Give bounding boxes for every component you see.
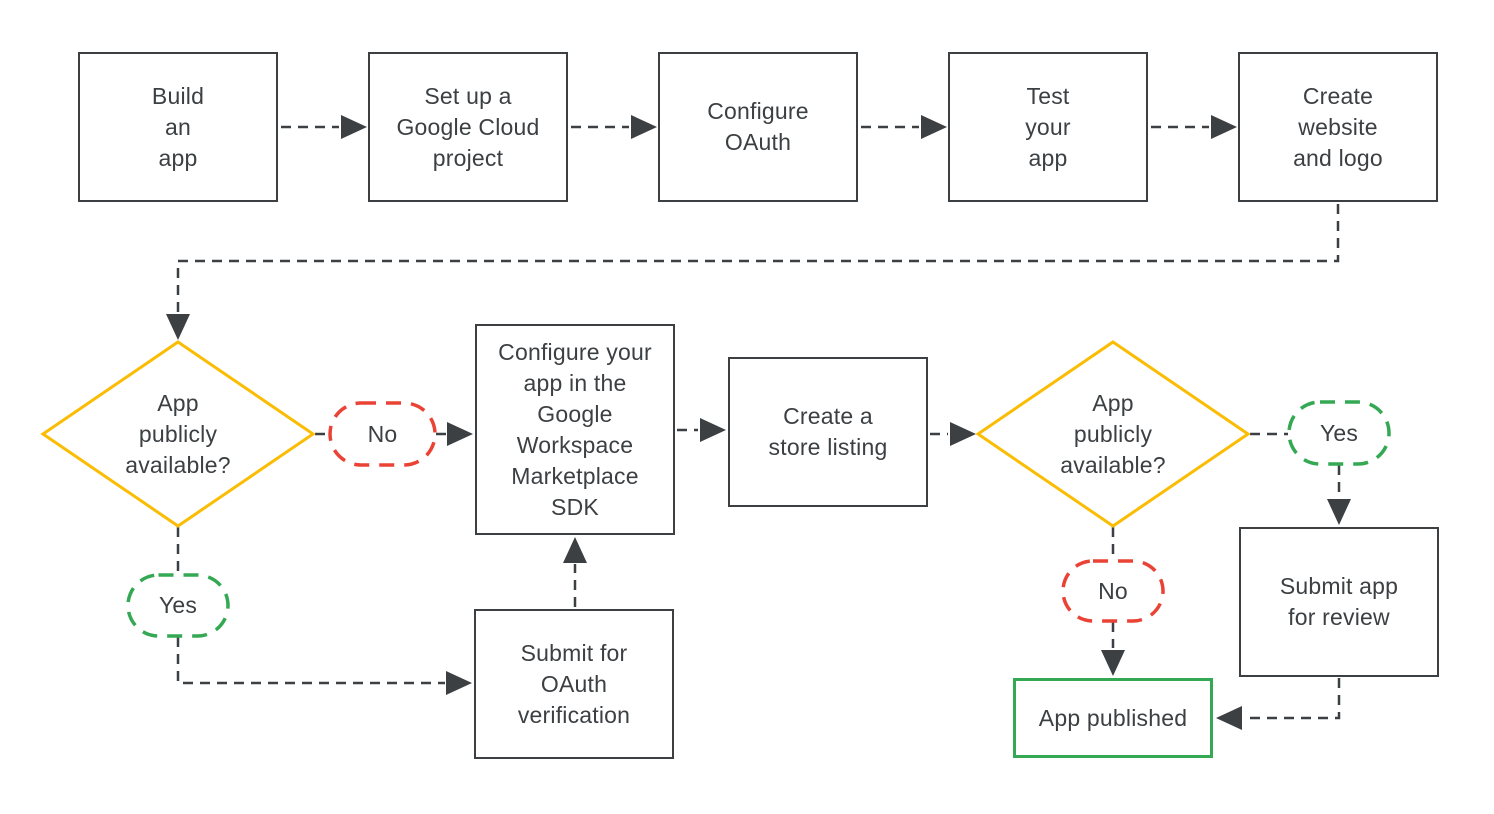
label-no-2: No bbox=[1098, 577, 1128, 604]
arrowhead-right-icon bbox=[921, 115, 947, 139]
no-1-shape bbox=[328, 401, 437, 467]
arrowhead-down-icon bbox=[166, 314, 190, 340]
connector-website-to-decision1 bbox=[176, 204, 1340, 312]
node-create-website-and-logo: Create website and logo bbox=[1238, 52, 1438, 202]
arrowhead-right-icon bbox=[447, 422, 473, 446]
decision-app-publicly-available-2: App publicly available? bbox=[1060, 389, 1166, 478]
node-configure-marketplace-sdk: Configure your app in the Google Workspa… bbox=[475, 324, 675, 535]
arrowhead-right-icon bbox=[950, 422, 976, 446]
node-test-your-app: Test your app bbox=[948, 52, 1148, 202]
yes-2-shape bbox=[1287, 400, 1391, 466]
node-configure-oauth: Configure OAuth bbox=[658, 52, 858, 202]
yes-1-shape bbox=[126, 573, 230, 638]
label-yes-1: Yes bbox=[158, 592, 198, 618]
label-yes-2: Yes bbox=[1319, 419, 1359, 446]
arrowhead-left-icon bbox=[1216, 706, 1242, 730]
connector-review-to-published bbox=[1247, 678, 1341, 720]
arrowhead-up-icon bbox=[563, 537, 587, 563]
arrowhead-right-icon bbox=[1211, 115, 1237, 139]
label-no-1: No bbox=[367, 420, 398, 447]
decision-diamond-2-shape bbox=[975, 340, 1251, 528]
arrowhead-right-icon bbox=[700, 418, 726, 442]
node-build-app: Build an app bbox=[78, 52, 278, 202]
no-2-shape bbox=[1061, 559, 1165, 623]
connector-yes1-to-oauth-verification bbox=[176, 637, 445, 685]
decision-app-publicly-available-1: App publicly available? bbox=[125, 389, 231, 478]
arrowhead-down-icon bbox=[1327, 499, 1351, 525]
arrowhead-right-icon bbox=[341, 115, 367, 139]
node-app-published: App published bbox=[1013, 678, 1213, 758]
arrowhead-down-icon bbox=[1101, 650, 1125, 676]
node-create-store-listing: Create a store listing bbox=[728, 357, 928, 507]
arrowhead-right-icon bbox=[631, 115, 657, 139]
node-submit-app-for-review: Submit app for review bbox=[1239, 527, 1439, 677]
arrowhead-right-icon bbox=[446, 671, 472, 695]
node-submit-oauth-verification: Submit for OAuth verification bbox=[474, 609, 674, 759]
decision-diamond-1-shape bbox=[40, 340, 316, 528]
node-setup-google-cloud-project: Set up a Google Cloud project bbox=[368, 52, 568, 202]
